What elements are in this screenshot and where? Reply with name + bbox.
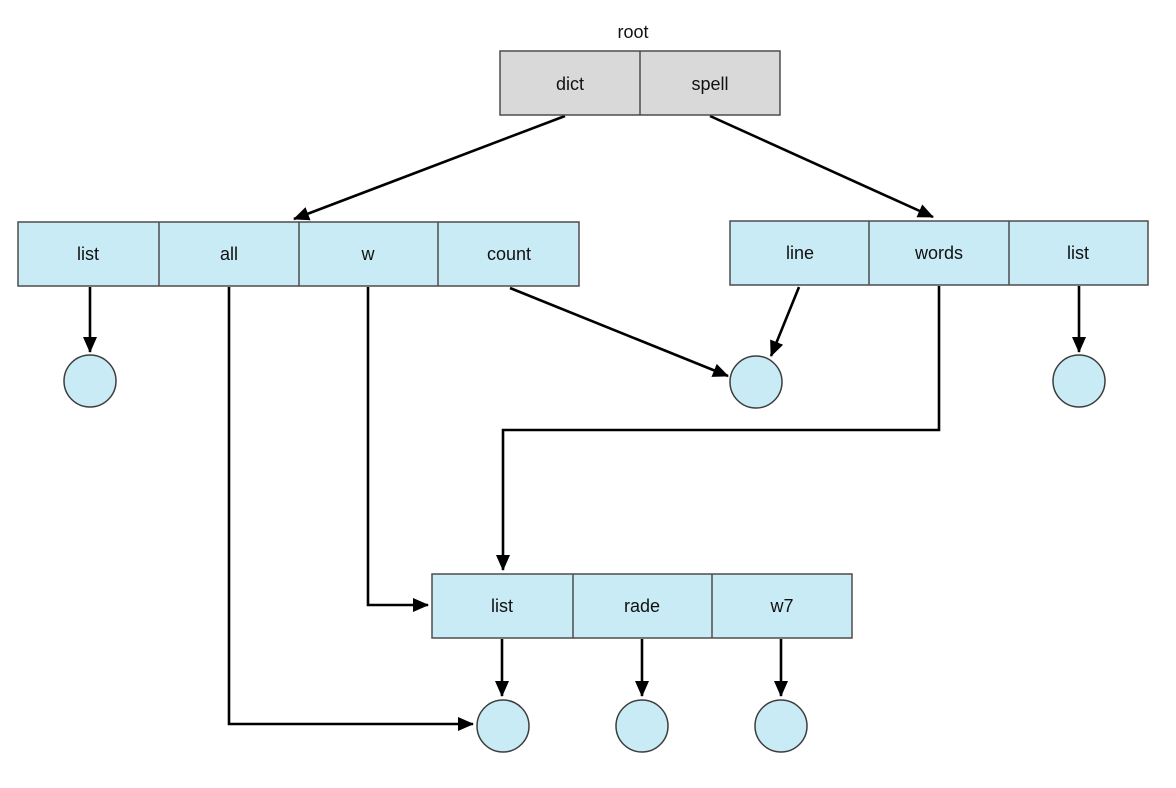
leaf-circle-5 <box>615 699 669 753</box>
leaf-circle-6 <box>754 699 808 753</box>
edge-line-to-circle-2 <box>769 286 801 357</box>
leaf-circle-4 <box>476 699 530 753</box>
edge-spell-to-right-node <box>709 114 934 219</box>
middle-node: list rade w7 <box>431 573 853 639</box>
edge-w-to-middle-node <box>366 287 429 612</box>
root-node-title: root <box>617 22 648 42</box>
middle-node-box <box>431 573 853 639</box>
root-node: dict spell <box>499 50 781 116</box>
edge-dict-to-left-node <box>293 114 566 221</box>
leaf-circle-2 <box>729 355 783 409</box>
edge-words-to-middle-node <box>496 286 941 571</box>
root-cell-dict: dict <box>556 74 584 94</box>
right-cell-line: line <box>786 243 814 263</box>
left-node: list all w count <box>17 221 580 287</box>
left-cell-w: w <box>361 244 376 264</box>
edge-count-to-circle-2 <box>509 286 729 378</box>
middle-cell-rade: rade <box>624 596 660 616</box>
left-cell-count: count <box>487 244 531 264</box>
right-node-box <box>729 220 1149 286</box>
edge-layer <box>83 114 1086 731</box>
right-cell-list: list <box>1067 243 1089 263</box>
leaf-circle-1 <box>63 354 117 408</box>
middle-cell-list: list <box>491 596 513 616</box>
right-cell-words: words <box>914 243 963 263</box>
middle-cell-w7: w7 <box>769 596 793 616</box>
root-cell-spell: spell <box>691 74 728 94</box>
leaf-circle-layer <box>63 354 1106 753</box>
edge-all-to-circle-4 <box>227 287 474 731</box>
leaf-circle-3 <box>1052 354 1106 408</box>
left-cell-all: all <box>220 244 238 264</box>
right-node: line words list <box>729 220 1149 286</box>
left-cell-list: list <box>77 244 99 264</box>
